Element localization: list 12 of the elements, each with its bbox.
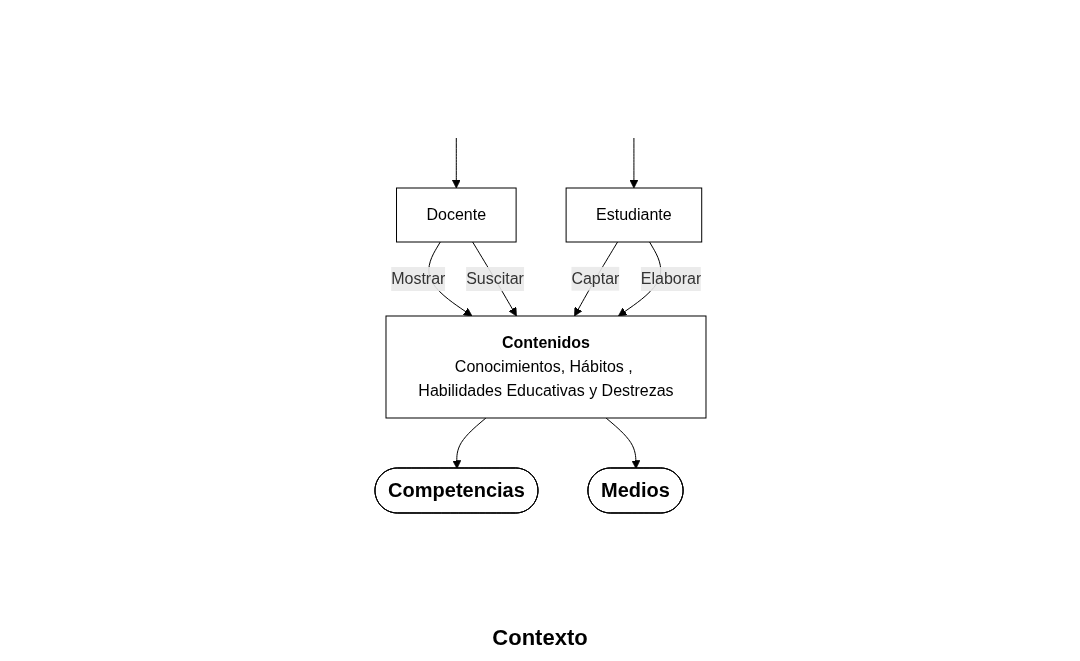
edge-label: Elaborar	[640, 270, 701, 287]
edge-label: Suscitar	[465, 270, 524, 287]
context-label: Contexto	[492, 625, 588, 651]
arrow	[451, 417, 486, 469]
node-box: Docente	[395, 187, 517, 243]
edge-label: Mostrar	[390, 270, 445, 287]
node-box: Estudiante	[565, 187, 702, 243]
arrow	[629, 137, 638, 189]
edge-label: Captar	[570, 269, 619, 287]
arrow	[605, 417, 640, 469]
node-box: Contenidos Conocimientos, Hábitos , Habilidades Educativas y Destrezas	[385, 315, 706, 419]
arrow	[451, 137, 461, 189]
